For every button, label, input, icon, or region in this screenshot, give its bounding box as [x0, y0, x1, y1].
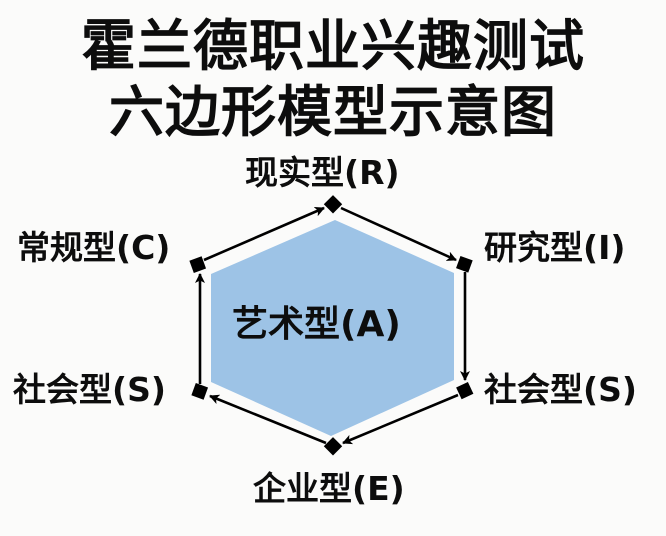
arrow-r-to-i [340, 206, 457, 262]
title-line-2: 六边形模型示意图 [108, 80, 557, 144]
vertex-markers [189, 195, 474, 456]
arrow-s-to-e [342, 393, 459, 445]
arrow-c-to-r [203, 206, 325, 262]
diamond-icon-right-bottom [456, 382, 474, 400]
vertex-label-enterprising: 企业型(E) [253, 469, 405, 508]
vertex-label-investigative: 研究型(I) [484, 228, 626, 267]
title-line-1: 霍兰德职业兴趣测试 [80, 14, 585, 78]
vertex-label-realistic: 现实型(R) [245, 153, 400, 192]
vertex-label-conventional: 常规型(C) [17, 228, 171, 267]
hexagon-fill [211, 220, 454, 436]
cycle-arrows [195, 206, 470, 445]
diamond-icon-left-bottom [191, 383, 209, 400]
diamond-icon-bottom [323, 437, 343, 456]
diamond-icon-top [323, 195, 343, 214]
diamond-icon-right-top [456, 255, 473, 273]
vertex-label-social-right: 社会型(S) [484, 370, 637, 409]
center-label-artistic: 艺术型(A) [232, 304, 401, 345]
vertex-label-social-left: 社会型(S) [13, 370, 166, 409]
arrow-e-to-s [209, 394, 327, 445]
diamond-icon-left-top [189, 256, 207, 273]
